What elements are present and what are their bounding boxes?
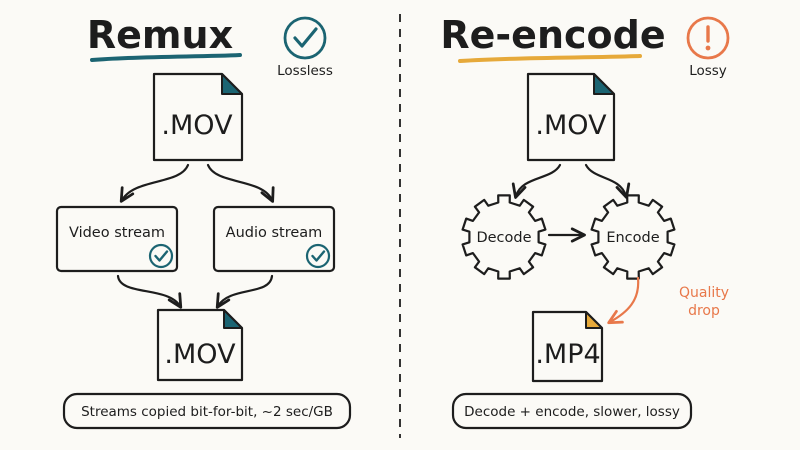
lossy-label: Lossy — [689, 63, 727, 79]
reencode-source-file: .MOV — [526, 72, 616, 162]
encode-gear: Encode — [590, 194, 676, 280]
remux-title-underline — [90, 53, 242, 62]
file-corner-fold — [223, 309, 243, 329]
file-corner-fold — [221, 73, 243, 95]
lossy-badge: Lossy — [686, 16, 730, 79]
remux-source-file: .MOV — [152, 72, 244, 162]
file-corner-fold — [593, 73, 615, 95]
remux-output-file-label: .MOV — [164, 339, 236, 370]
reencode-summary-text: Decode + encode, slower, lossy — [464, 404, 680, 420]
arrow-to-decode — [511, 163, 562, 199]
video-stream-label: Video stream — [69, 225, 165, 241]
quality-drop-arrow — [607, 276, 640, 325]
reencode-title-underline — [458, 54, 642, 63]
check-circle-icon — [283, 16, 327, 60]
arrow-to-audio-stream — [206, 163, 275, 203]
quality-drop-line1: Quality — [679, 285, 729, 301]
audio-stream-label: Audio stream — [226, 225, 323, 241]
decode-gear: Decode — [461, 194, 547, 280]
remux-summary-text: Streams copied bit-for-bit, ~2 sec/GB — [81, 404, 333, 420]
reencode-output-file: .MP4 — [531, 310, 604, 383]
arrow-to-encode — [584, 163, 631, 199]
reencode-title: Re-encode — [440, 13, 665, 57]
exclamation-circle-icon — [686, 16, 730, 60]
remux-output-file: .MOV — [156, 308, 244, 382]
audio-check-icon — [305, 243, 331, 269]
audio-stream-box: Audio stream — [212, 205, 336, 273]
arrow-video-to-output — [116, 274, 183, 309]
remux-summary-pill: Streams copied bit-for-bit, ~2 sec/GB — [62, 392, 352, 430]
lossless-label: Lossless — [277, 63, 333, 79]
arrow-to-video-stream — [119, 163, 190, 203]
video-check-icon — [148, 243, 174, 269]
lossless-badge: Lossless — [277, 16, 333, 79]
reencode-source-file-label: .MOV — [535, 110, 607, 141]
video-stream-box: Video stream — [55, 205, 179, 273]
encode-label: Encode — [606, 230, 659, 246]
remux-source-file-label: .MOV — [161, 110, 233, 141]
reencode-output-file-label: .MP4 — [535, 339, 600, 370]
remux-title: Remux — [87, 13, 233, 57]
arrow-audio-to-output — [215, 274, 274, 309]
quality-drop-line2: drop — [688, 303, 720, 319]
file-corner-fold — [585, 311, 603, 329]
decode-label: Decode — [476, 230, 531, 246]
reencode-summary-pill: Decode + encode, slower, lossy — [451, 392, 693, 430]
check-mark-icon — [293, 27, 318, 48]
